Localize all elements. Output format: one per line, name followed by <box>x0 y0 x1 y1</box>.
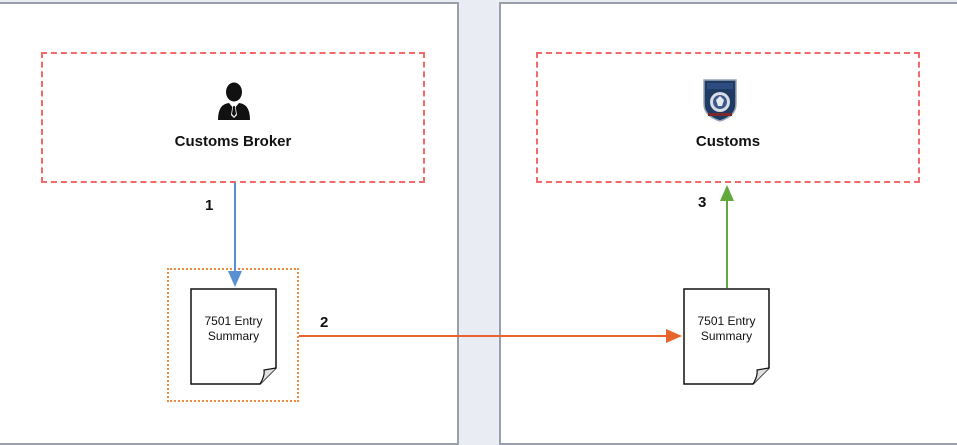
step-1-label: 1 <box>205 197 214 214</box>
document-label: 7501 Entry Summary <box>190 314 277 344</box>
entry-summary-document-right[interactable]: 7501 Entry Summary <box>683 288 770 385</box>
arrow-step-3 <box>720 185 734 288</box>
arrow-step-1 <box>228 183 242 287</box>
step-3-label: 3 <box>698 194 707 211</box>
arrow-step-2 <box>299 329 682 343</box>
document-icon <box>683 288 770 385</box>
document-label-line1: 7501 Entry <box>204 314 263 328</box>
document-label-line1: 7501 Entry <box>697 314 756 328</box>
customs-broker-label: Customs Broker <box>174 133 292 150</box>
document-label-line2: Summary <box>700 329 753 343</box>
document-label-line2: Summary <box>207 329 260 343</box>
customs-label: Customs <box>695 133 761 150</box>
document-label: 7501 Entry Summary <box>683 314 770 344</box>
customs-broker-box[interactable]: Customs Broker <box>41 52 425 183</box>
document-icon <box>190 288 277 385</box>
document-holder <box>167 268 299 402</box>
step-2-label: 2 <box>320 314 329 331</box>
customs-box[interactable]: Customs <box>536 52 920 183</box>
entry-summary-document-left[interactable]: 7501 Entry Summary <box>190 288 277 385</box>
person-icon <box>218 82 250 120</box>
customs-seal-icon <box>703 79 737 122</box>
